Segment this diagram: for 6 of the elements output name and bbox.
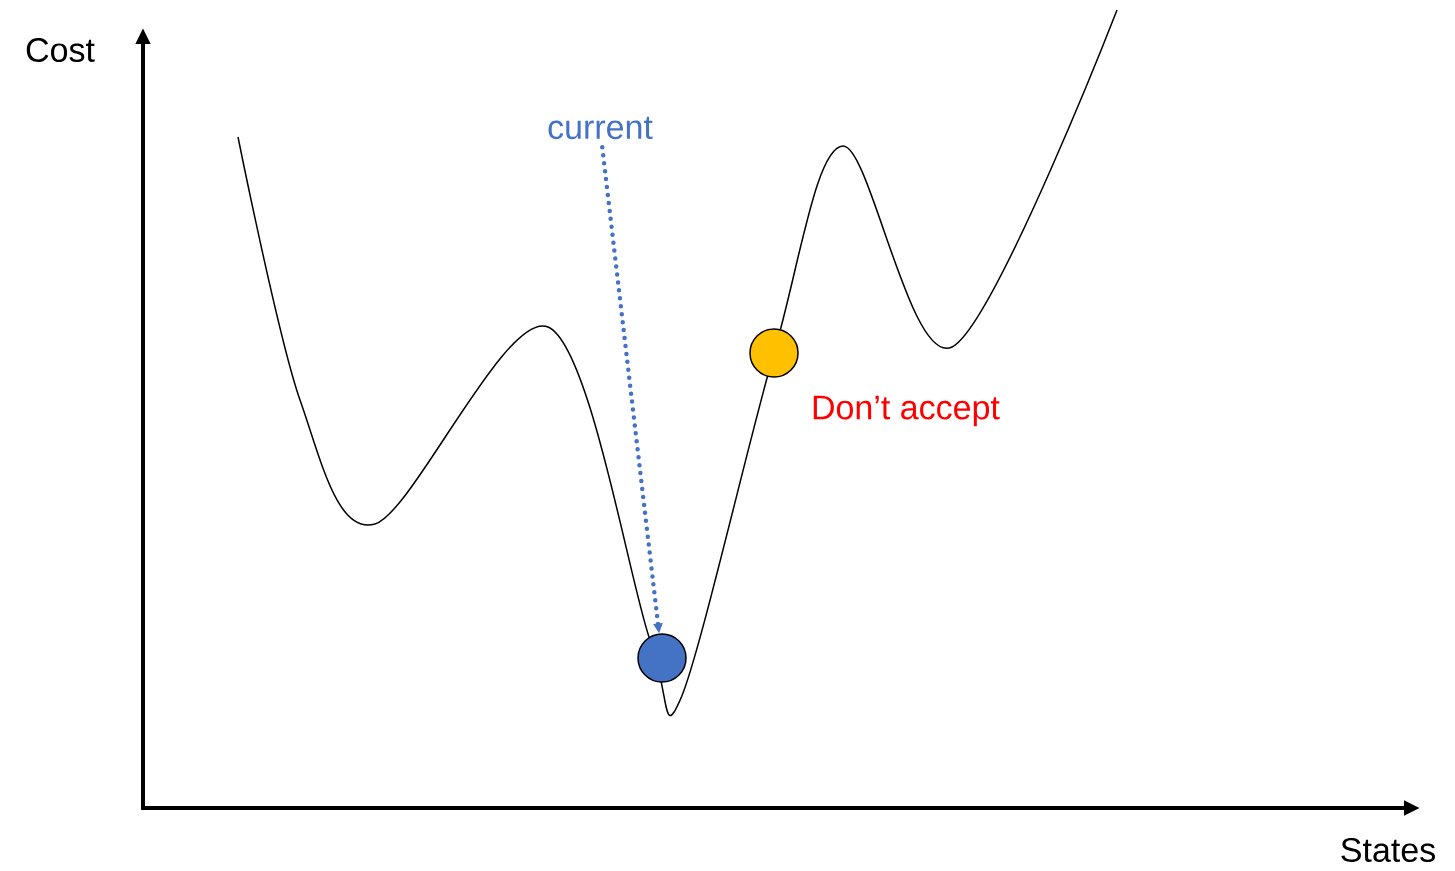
circle-marker xyxy=(637,633,687,683)
text-label: current xyxy=(548,116,653,140)
axis-title: Cost xyxy=(26,37,95,63)
axis-title: States xyxy=(1341,837,1435,863)
circle-marker xyxy=(749,328,799,378)
annotation: Don’t accept xyxy=(813,395,1000,427)
